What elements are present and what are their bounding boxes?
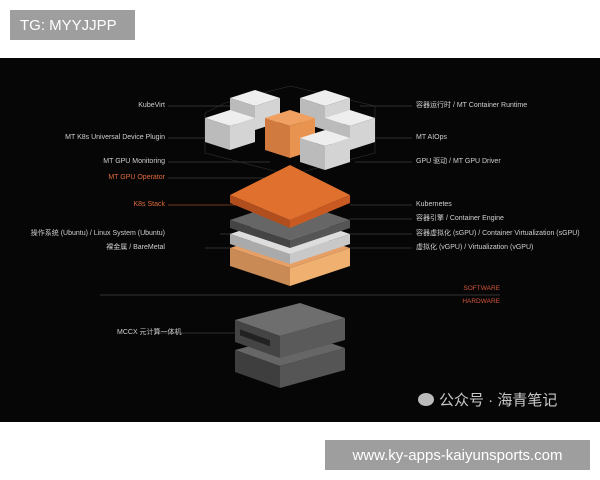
diagram-panel: KubeVirt MT K8s Universal Device Plugin …	[0, 58, 600, 422]
top-badge: TG: MYYJJPP	[10, 10, 135, 40]
bottom-badge: www.ky-apps-kaiyunsports.com	[325, 440, 590, 470]
label-mccx: MCCX 元计算一体机	[117, 329, 182, 336]
cube	[300, 130, 350, 170]
hardware-label: HARDWARE	[462, 298, 500, 305]
label-k8s-stack: K8s Stack	[133, 201, 165, 208]
server-hardware	[235, 303, 345, 388]
software-label: SOFTWARE	[463, 285, 500, 292]
label-device-plugin: MT K8s Universal Device Plugin	[65, 134, 165, 141]
label-baremetal: 裸金属 / BareMetal	[106, 244, 165, 251]
watermark-text: 公众号 · 海青笔记	[439, 392, 558, 409]
label-container-engine: 容器引擎 / Container Engine	[416, 215, 504, 222]
label-linux-system: 操作系统 (Ubuntu) / Linux System (Ubuntu)	[30, 230, 165, 237]
software-layers	[230, 165, 350, 286]
label-kubevirt: KubeVirt	[138, 102, 165, 109]
leader-lines	[155, 85, 412, 334]
label-sgpu: 容器虚拟化 (sGPU) / Container Virtualization …	[416, 230, 580, 237]
label-gpu-operator: MT GPU Operator	[108, 174, 165, 181]
label-gpu-driver: GPU 驱动 / MT GPU Driver	[416, 158, 501, 165]
label-aiops: MT AIOps	[416, 134, 447, 141]
stack-illustration	[100, 85, 500, 388]
wechat-icon	[418, 393, 434, 406]
module-cubes	[205, 90, 375, 170]
watermark: 公众号 · 海青笔记	[418, 389, 557, 410]
label-gpu-monitoring: MT GPU Monitoring	[103, 158, 165, 165]
cube	[205, 110, 255, 150]
label-kubernetes: Kubernetes	[416, 201, 452, 208]
label-vgpu: 虚拟化 (vGPU) / Virtualization (vGPU)	[416, 244, 534, 251]
label-container-runtime: 容器运行时 / MT Container Runtime	[416, 102, 528, 109]
